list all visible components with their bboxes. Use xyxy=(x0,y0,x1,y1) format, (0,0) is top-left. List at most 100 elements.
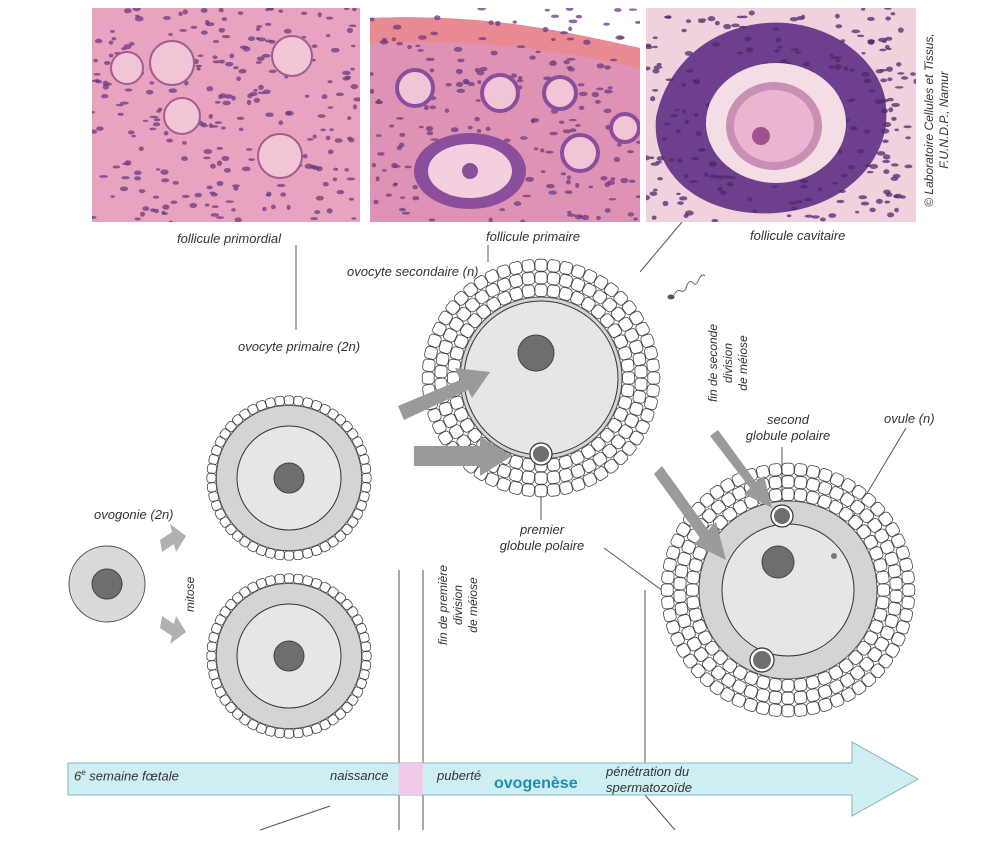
histology-nucleus xyxy=(195,64,203,68)
histology-nucleus xyxy=(343,8,350,11)
histology-nucleus xyxy=(564,190,573,194)
photo-follicule-cavitaire xyxy=(646,8,916,222)
histology-nucleus xyxy=(280,192,287,197)
histology-nucleus xyxy=(513,201,522,207)
histology-nucleus xyxy=(495,20,501,26)
histology-nucleus xyxy=(219,93,227,99)
histology-nucleus xyxy=(581,214,590,221)
granulosa-cell xyxy=(817,671,832,686)
granulosa-cell xyxy=(891,631,906,647)
histology-nucleus xyxy=(423,104,429,111)
histology-nucleus xyxy=(149,81,155,85)
histology-nucleus xyxy=(249,91,258,97)
histology-nucleus xyxy=(327,106,334,109)
granulosa-cell xyxy=(756,464,770,479)
timeline-birth-band xyxy=(399,763,423,795)
granulosa-cell xyxy=(768,475,783,490)
granulosa-cell xyxy=(206,651,217,661)
histology-nucleus xyxy=(522,194,532,198)
histology-nucleus xyxy=(301,36,307,39)
granulosa-cell xyxy=(859,508,875,524)
granulosa-cell xyxy=(756,688,770,703)
histology-nucleus xyxy=(381,37,388,43)
granulosa-cell xyxy=(432,419,447,435)
histology-nucleus xyxy=(800,185,808,189)
granulosa-cell xyxy=(731,693,747,708)
histology-nucleus xyxy=(669,114,679,118)
penetration-line2: spermatozoïde xyxy=(606,780,692,796)
histology-nucleus xyxy=(885,16,891,21)
granulosa-cell xyxy=(781,462,795,476)
histology-nucleus xyxy=(286,204,291,210)
granulosa-cell xyxy=(449,346,464,361)
histology-nucleus xyxy=(517,76,523,81)
histology-nucleus xyxy=(112,165,121,169)
histology-nucleus xyxy=(145,89,154,95)
histology-nucleus xyxy=(663,122,671,126)
histology-nucleus xyxy=(168,32,173,36)
histology-nucleus xyxy=(142,206,150,211)
granulosa-cell xyxy=(629,430,644,446)
histology-nucleus xyxy=(652,68,660,74)
histology-nucleus xyxy=(376,98,381,104)
granulosa-cell xyxy=(878,653,894,669)
label-ovocyte-primaire: ovocyte primaire (2n) xyxy=(238,339,361,354)
histology-nucleus xyxy=(752,209,758,213)
histology-nucleus xyxy=(685,19,692,24)
histology-nucleus xyxy=(567,210,572,215)
histology-nucleus xyxy=(900,76,909,80)
histology-nucleus xyxy=(876,151,886,156)
histology-nucleus xyxy=(404,165,412,169)
histology-nucleus xyxy=(577,83,585,87)
histology-nucleus xyxy=(150,208,156,213)
granulosa-cell xyxy=(817,494,832,509)
histology-nucleus xyxy=(714,20,720,26)
histology-nucleus xyxy=(218,8,224,13)
granulosa-cell xyxy=(427,408,442,423)
histology-nucleus xyxy=(346,27,354,33)
histology-nucleus xyxy=(246,99,252,106)
nucleus xyxy=(273,462,305,494)
granulosa-cell xyxy=(284,573,294,584)
histology-nucleus xyxy=(212,55,218,60)
fin-premiere-line2: division xyxy=(451,584,465,626)
granulosa-cell xyxy=(635,321,650,337)
granulosa-cell xyxy=(889,577,903,591)
histology-nucleus xyxy=(117,112,124,116)
granulosa-cell xyxy=(699,492,715,508)
histology-nucleus xyxy=(314,210,321,215)
histology-nucleus xyxy=(216,180,224,187)
histology-nucleus xyxy=(321,94,328,100)
histology-nucleus xyxy=(882,159,891,164)
histology-nucleus xyxy=(566,57,576,61)
granulosa-cell xyxy=(768,703,783,717)
histology-nucleus xyxy=(326,208,333,214)
histology-nucleus xyxy=(162,204,170,210)
granulosa-cell xyxy=(732,486,747,501)
histology-nucleus xyxy=(575,14,583,19)
histology-nucleus xyxy=(545,150,554,154)
histology-nucleus xyxy=(181,156,188,162)
granulosa-cell xyxy=(697,630,713,646)
granulosa-cell xyxy=(496,264,511,279)
granulosa-cell xyxy=(880,539,895,555)
histology-nucleus xyxy=(315,195,324,201)
histology-nucleus xyxy=(796,16,804,21)
granulosa-cell xyxy=(534,271,548,285)
histology-nucleus xyxy=(882,139,889,143)
histology-nucleus xyxy=(608,198,617,201)
histology-nucleus xyxy=(134,14,140,18)
histology-nucleus xyxy=(474,116,480,122)
granulosa-cell xyxy=(876,595,890,610)
granulosa-cell xyxy=(590,436,606,452)
granulosa-cell xyxy=(558,455,573,470)
histology-nucleus xyxy=(325,16,334,20)
granulosa-cell xyxy=(592,451,608,467)
histology-nucleus xyxy=(551,37,556,41)
histology-nucleus xyxy=(253,97,261,103)
histology-nucleus xyxy=(256,25,263,28)
histology-nucleus xyxy=(565,8,574,11)
histology-nucleus xyxy=(325,34,331,38)
histology-nucleus xyxy=(884,8,892,10)
histology-nucleus xyxy=(838,149,843,154)
